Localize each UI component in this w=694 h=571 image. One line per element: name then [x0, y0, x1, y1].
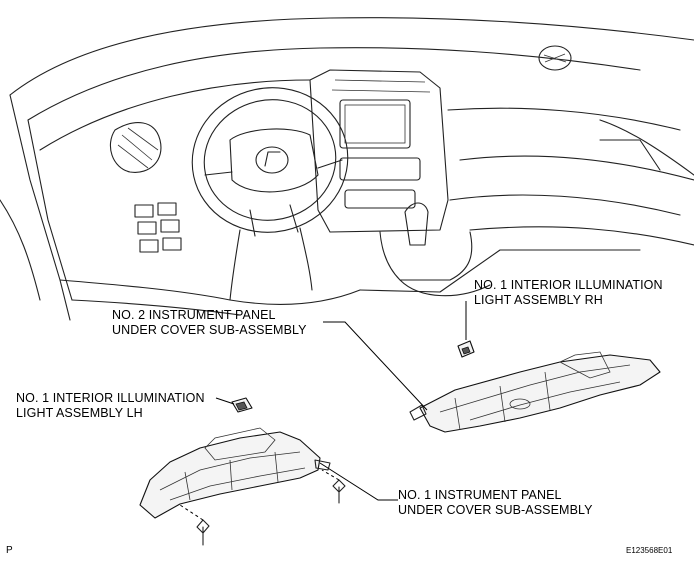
label-no2-line1: NO. 2 INSTRUMENT PANEL [112, 308, 276, 322]
label-no2-line2: UNDER COVER SUB-ASSEMBLY [112, 323, 307, 337]
figure-code: E123568E01 [626, 546, 673, 555]
label-no2-under-cover: NO. 2 INSTRUMENT PANEL UNDER COVER SUB-A… [112, 308, 307, 338]
no1-under-cover-part [139, 427, 331, 519]
label-light-lh-line2: LIGHT ASSEMBLY LH [16, 406, 143, 420]
bolt-right-hidden-line [321, 469, 340, 481]
label-light-rh-line2: LIGHT ASSEMBLY RH [474, 293, 603, 307]
no2-under-cover-part [409, 351, 661, 433]
light-assembly-lh-part [231, 397, 253, 413]
label-light-rh-line1: NO. 1 INTERIOR ILLUMINATION [474, 278, 663, 292]
label-no1-line1: NO. 1 INSTRUMENT PANEL [398, 488, 562, 502]
leader-light-lh [215, 397, 235, 405]
label-light-assembly-lh: NO. 1 INTERIOR ILLUMINATION LIGHT ASSEMB… [16, 391, 205, 421]
bolt-left-hidden-line [179, 504, 204, 521]
light-assembly-rh-part [457, 340, 475, 358]
bolt-right [332, 479, 346, 504]
leader-no1-cover [319, 462, 398, 501]
label-no1-line2: UNDER COVER SUB-ASSEMBLY [398, 503, 593, 517]
leader-no2-cover [323, 321, 428, 411]
dashboard-outline [0, 17, 694, 321]
label-light-lh-line1: NO. 1 INTERIOR ILLUMINATION [16, 391, 205, 405]
label-no1-under-cover: NO. 1 INSTRUMENT PANEL UNDER COVER SUB-A… [398, 488, 593, 518]
label-light-assembly-rh: NO. 1 INTERIOR ILLUMINATION LIGHT ASSEMB… [474, 278, 663, 308]
bolt-left [196, 519, 210, 546]
corner-mark-p: P [6, 545, 13, 556]
